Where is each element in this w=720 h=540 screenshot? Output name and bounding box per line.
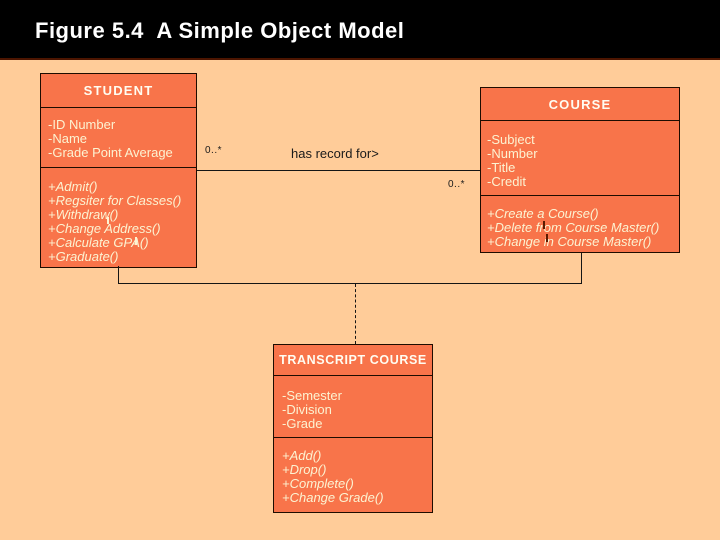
- class-attribute: -Credit: [487, 174, 527, 189]
- association-label: has record for>: [291, 146, 379, 161]
- multiplicity-student: 0..*: [205, 145, 223, 156]
- title-bar: [0, 0, 720, 58]
- class-method: +Drop(): [282, 462, 327, 477]
- class-method: +Calculate GPA(): [48, 235, 149, 250]
- class-attribute: -Division: [282, 402, 332, 417]
- bracket-line-right: [581, 253, 582, 283]
- class-method: +Graduate(): [48, 249, 119, 264]
- association-line: [197, 170, 480, 171]
- class-name-course: COURSE: [481, 88, 679, 121]
- title-underline: [0, 58, 720, 60]
- class-method: +Create a Course(): [487, 206, 599, 221]
- class-method: +Withdraw(): [48, 207, 119, 222]
- class-method: +Change Grade(): [282, 490, 384, 505]
- class-method: +Regsiter for Classes(): [48, 193, 182, 208]
- artifact-tick: [543, 221, 545, 229]
- class-method: +Admit(): [48, 179, 98, 194]
- class-method: +Change in Course Master(): [487, 234, 652, 249]
- multiplicity-course: 0..*: [448, 179, 466, 190]
- class-attribute: -Subject: [487, 132, 535, 147]
- class-method: +Complete(): [282, 476, 354, 491]
- artifact-tick: [546, 234, 548, 242]
- class-method: +Change Address(): [48, 221, 161, 236]
- class-method: +Delete from Course Master(): [487, 220, 660, 235]
- class-box-transcript-course: TRANSCRIPT COURSE -Semester -Division -G…: [273, 344, 433, 513]
- class-attribute: -Number: [487, 146, 538, 161]
- class-attribute: -Grade: [282, 416, 323, 431]
- class-name-student: STUDENT: [41, 74, 196, 108]
- dashed-association-line: [355, 284, 356, 344]
- class-attribute: -ID Number: [48, 117, 116, 132]
- artifact-tick: [107, 217, 109, 224]
- class-box-student: STUDENT -ID Number -Name -Grade Point Av…: [40, 73, 197, 268]
- class-attribute: -Grade Point Average: [48, 145, 173, 160]
- bracket-line-horizontal: [118, 283, 582, 284]
- bracket-line-left: [118, 266, 119, 283]
- class-attribute: -Title: [487, 160, 516, 175]
- artifact-tick: [135, 237, 137, 245]
- class-attribute: -Name: [48, 131, 88, 146]
- slide-title: Figure 5.4 A Simple Object Model: [35, 18, 405, 43]
- class-attribute: -Semester: [282, 388, 342, 403]
- class-box-course: COURSE -Subject -Number -Title -Credit +…: [480, 87, 680, 253]
- class-method: +Add(): [282, 448, 322, 463]
- class-name-transcript-course: TRANSCRIPT COURSE: [274, 345, 432, 376]
